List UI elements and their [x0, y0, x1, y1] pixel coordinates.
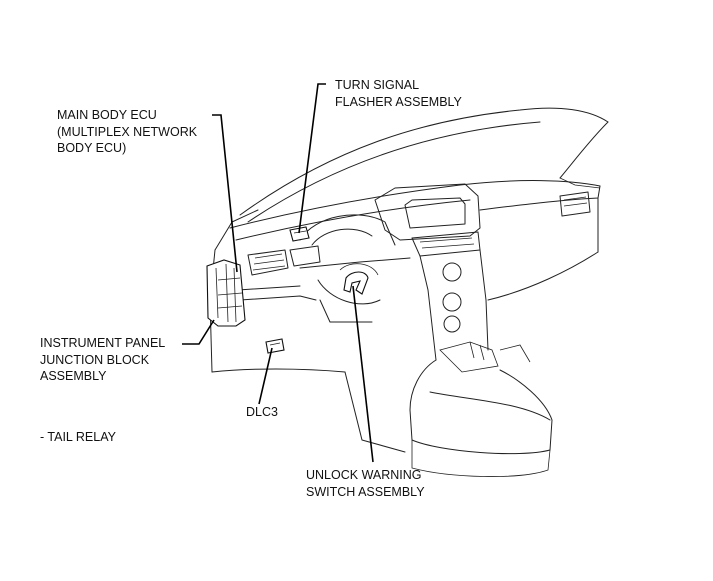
instrument-panel-jb-label-line-1: INSTRUMENT PANEL: [40, 336, 166, 350]
instrument-panel-jb-label: INSTRUMENT PANEL JUNCTION BLOCK ASSEMBLY: [40, 335, 165, 385]
dlc3-part: [265, 338, 285, 354]
leader-instrument-panel: [182, 319, 215, 345]
leader-dlc3: [258, 347, 273, 405]
main-body-ecu-label-line-3: BODY ECU): [57, 141, 127, 155]
main-body-ecu-part: [206, 259, 246, 327]
unlock-warning-label-line-1: UNLOCK WARNING: [306, 468, 422, 482]
turn-signal-label: TURN SIGNAL FLASHER ASSEMBLY: [335, 77, 462, 110]
unlock-warning-label: UNLOCK WARNING SWITCH ASSEMBLY: [306, 467, 425, 500]
tail-relay-label: - TAIL RELAY: [40, 430, 116, 444]
leader-turn-signal: [298, 83, 326, 234]
turn-signal-flasher-part: [289, 226, 310, 242]
main-body-ecu-label: MAIN BODY ECU (MULTIPLEX NETWORK BODY EC…: [57, 107, 197, 157]
turn-signal-label-line-1: TURN SIGNAL: [335, 78, 420, 92]
dashboard-line-art: [209, 107, 609, 477]
main-body-ecu-label-line-1: MAIN BODY ECU: [57, 108, 157, 122]
leader-unlock-warning: [352, 285, 374, 463]
instrument-panel-jb-label-line-2: JUNCTION BLOCK: [40, 352, 150, 367]
main-body-ecu-label-line-2: (MULTIPLEX NETWORK: [57, 124, 198, 139]
instrument-panel-jb-label-line-3: ASSEMBLY: [40, 369, 107, 383]
leader-main-body-ecu: [212, 114, 238, 273]
unlock-warning-switch-part: [343, 271, 369, 295]
leader-lines: [182, 83, 374, 463]
dlc3-label: DLC3: [246, 405, 278, 419]
unlock-warning-label-line-2: SWITCH ASSEMBLY: [306, 484, 425, 499]
turn-signal-label-line-2: FLASHER ASSEMBLY: [335, 94, 462, 109]
